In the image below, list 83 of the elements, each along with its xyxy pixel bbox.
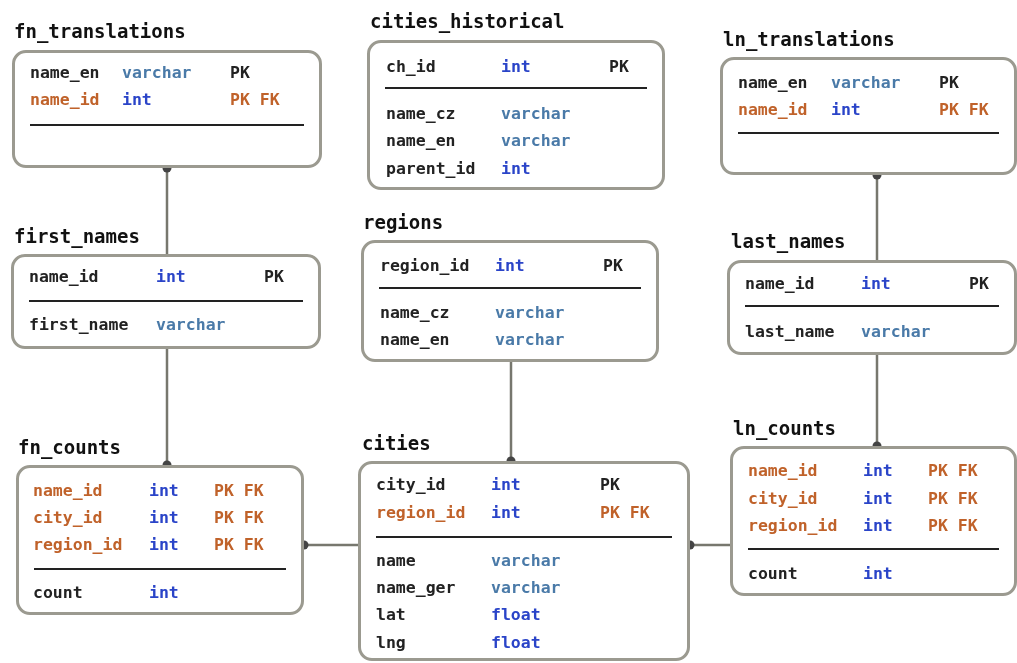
column-name: name_en xyxy=(380,329,450,351)
data-type: varchar xyxy=(501,130,571,152)
column-name: parent_id xyxy=(386,158,476,180)
data-type: int xyxy=(863,460,893,482)
column-name: name_id xyxy=(30,89,100,111)
data-type: int xyxy=(495,255,525,277)
key-label: PK xyxy=(600,474,620,496)
column-name: count xyxy=(33,582,83,604)
key-label: PK FK xyxy=(939,99,989,121)
table-title: first_names xyxy=(14,225,140,247)
data-type: int xyxy=(149,534,179,556)
data-type: float xyxy=(491,604,541,626)
column-name: lng xyxy=(376,632,406,654)
table-title: cities_historical xyxy=(370,10,565,32)
key-label: PK FK xyxy=(600,502,650,524)
data-type: int xyxy=(149,582,179,604)
key-label: PK xyxy=(264,266,284,288)
column-name: city_id xyxy=(376,474,446,496)
data-type: varchar xyxy=(861,321,931,343)
column-name: name_id xyxy=(748,460,818,482)
data-type: varchar xyxy=(156,314,226,336)
key-label: PK xyxy=(969,273,989,295)
data-type: int xyxy=(501,158,531,180)
data-type: int xyxy=(863,488,893,510)
column-name: name_ger xyxy=(376,577,456,599)
key-label: PK xyxy=(939,72,959,94)
data-type: int xyxy=(149,507,179,529)
column-name: name_en xyxy=(386,130,456,152)
data-type: varchar xyxy=(495,302,565,324)
column-name: name_en xyxy=(738,72,808,94)
key-label: PK FK xyxy=(214,480,264,502)
column-name: city_id xyxy=(33,507,103,529)
column-name: region_id xyxy=(380,255,470,277)
column-name: region_id xyxy=(748,515,838,537)
data-type: int xyxy=(831,99,861,121)
key-label: PK FK xyxy=(928,460,978,482)
column-name: count xyxy=(748,563,798,585)
data-type: int xyxy=(863,515,893,537)
key-label: PK FK xyxy=(214,534,264,556)
column-name: lat xyxy=(376,604,406,626)
table-title: last_names xyxy=(731,230,846,252)
column-name: first_name xyxy=(29,314,129,336)
data-type: varchar xyxy=(122,62,192,84)
table-title: regions xyxy=(363,211,444,233)
column-name: ch_id xyxy=(386,56,436,78)
data-type: int xyxy=(149,480,179,502)
key-label: PK xyxy=(603,255,623,277)
data-type: varchar xyxy=(491,550,561,572)
data-type: int xyxy=(156,266,186,288)
data-type: varchar xyxy=(501,103,571,125)
data-type: varchar xyxy=(491,577,561,599)
key-label: PK FK xyxy=(230,89,280,111)
data-type: int xyxy=(501,56,531,78)
data-type: varchar xyxy=(831,72,901,94)
column-name: last_name xyxy=(745,321,835,343)
data-type: varchar xyxy=(495,329,565,351)
column-name: name_cz xyxy=(380,302,450,324)
table-title: fn_counts xyxy=(18,436,121,458)
data-type: int xyxy=(122,89,152,111)
key-label: PK FK xyxy=(928,488,978,510)
column-name: name_id xyxy=(33,480,103,502)
column-name: name_id xyxy=(745,273,815,295)
column-name: region_id xyxy=(33,534,123,556)
key-label: PK FK xyxy=(214,507,264,529)
data-type: int xyxy=(861,273,891,295)
column-name: name_en xyxy=(30,62,100,84)
key-label: PK xyxy=(609,56,629,78)
column-name: name xyxy=(376,550,416,572)
key-label: PK xyxy=(230,62,250,84)
table-title: ln_translations xyxy=(723,28,895,50)
data-type: int xyxy=(491,502,521,524)
column-name: name_id xyxy=(29,266,99,288)
data-type: int xyxy=(863,563,893,585)
table-title: cities xyxy=(362,432,431,454)
key-label: PK FK xyxy=(928,515,978,537)
column-name: name_cz xyxy=(386,103,456,125)
column-name: region_id xyxy=(376,502,466,524)
column-name: city_id xyxy=(748,488,818,510)
table-title: ln_counts xyxy=(733,417,836,439)
column-name: name_id xyxy=(738,99,808,121)
data-type: float xyxy=(491,632,541,654)
table-title: fn_translations xyxy=(14,20,186,42)
data-type: int xyxy=(491,474,521,496)
